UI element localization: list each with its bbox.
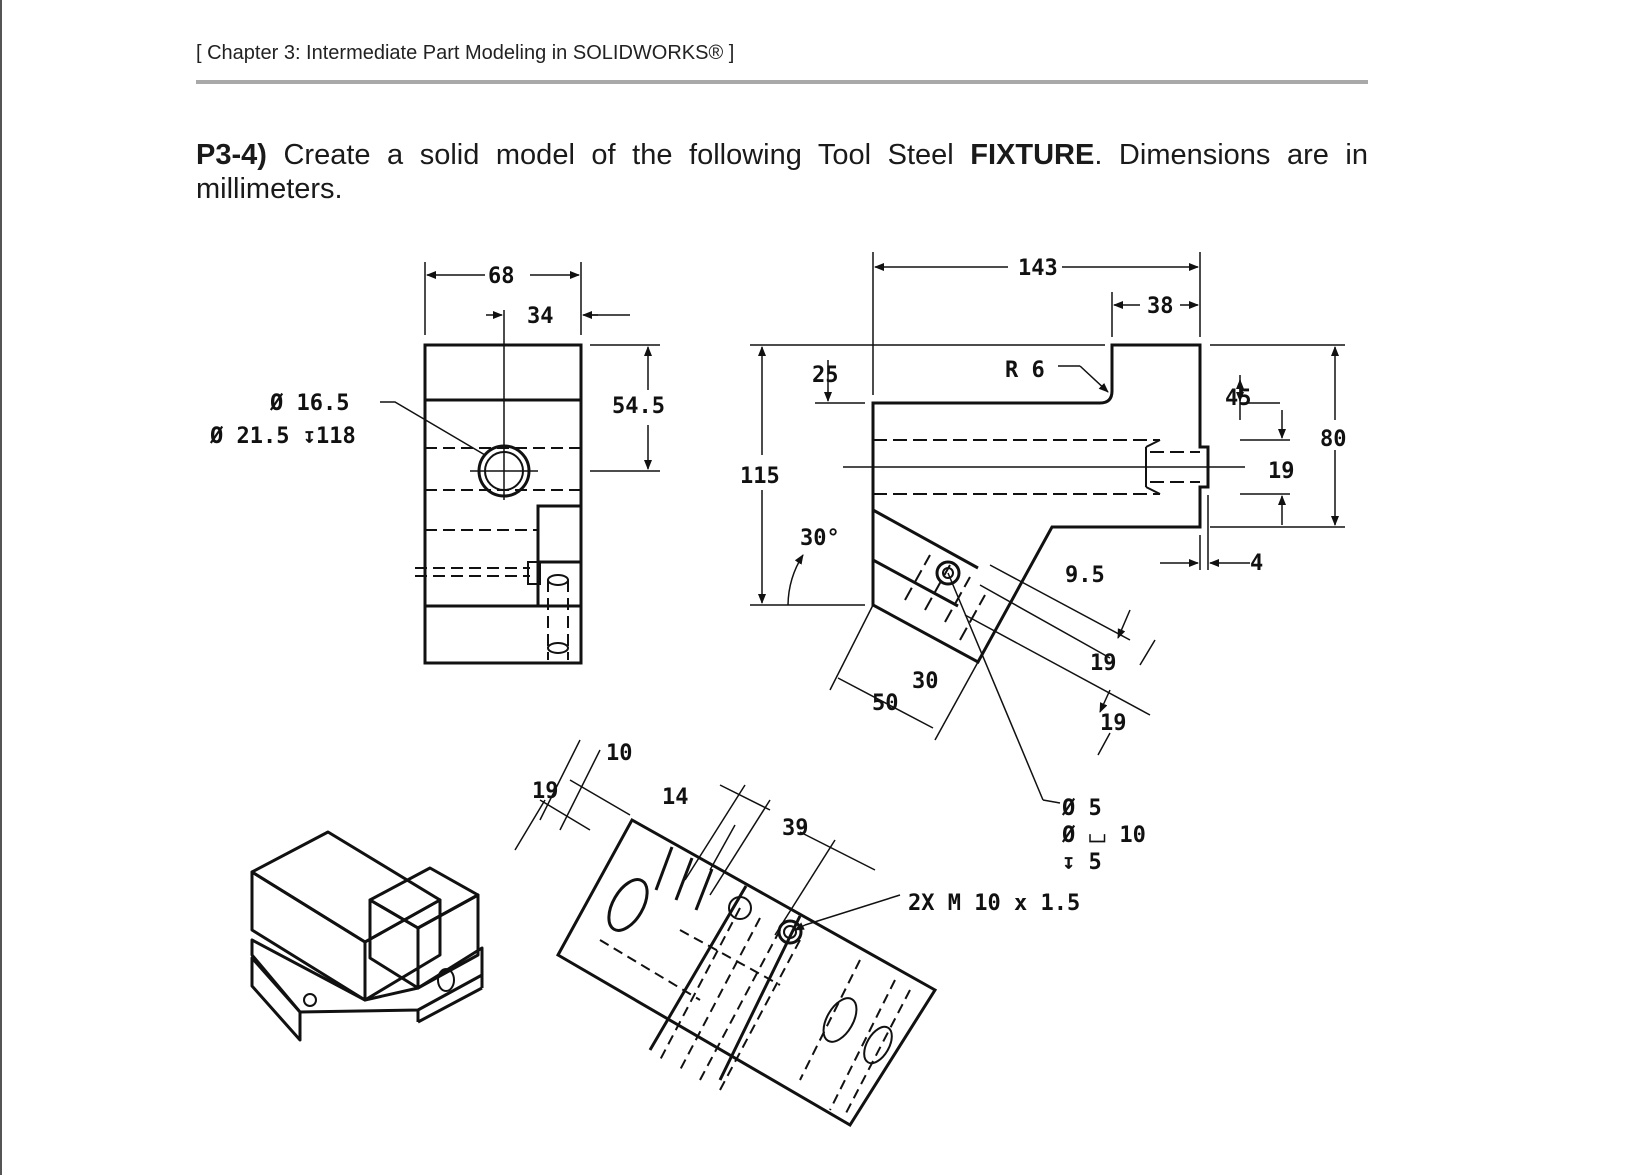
callout-cbore-dia: Ø 5 [1061, 796, 1102, 821]
callout-hole-dia-2: Ø 21.5 ↧118 [209, 424, 356, 449]
dim-angle-30: 30° [800, 526, 840, 551]
front-view [415, 310, 583, 665]
auxiliary-view [555, 817, 938, 1128]
side-view [843, 343, 1245, 665]
dim-50: 50 [872, 691, 899, 716]
dim-10: 10 [606, 741, 633, 766]
dim-4: 4 [1250, 551, 1263, 576]
callout-cbore-depth: ↧ 5 [1062, 850, 1102, 875]
dim-115: 115 [740, 464, 780, 489]
problem-text-after: . Dimensions are in millimeters. [196, 139, 1368, 205]
dim-19-bottom: 19 [532, 779, 559, 804]
callout-cbore-spec: Ø ⌴ 10 [1061, 823, 1146, 848]
dim-19-b: 19 [1100, 711, 1127, 736]
dim-38: 38 [1147, 294, 1174, 319]
dim-54-5: 54.5 [612, 394, 665, 419]
dim-19-a: 19 [1090, 651, 1117, 676]
dim-68: 68 [488, 264, 515, 289]
dim-25: 25 [812, 363, 839, 388]
page-edge [0, 0, 2, 1175]
dim-14: 14 [662, 785, 689, 810]
dim-19-side: 19 [1268, 459, 1295, 484]
callout-hole-dia-1: Ø 16.5 [269, 391, 349, 416]
problem-statement: P3-4) Create a solid model of the follow… [196, 138, 1368, 206]
dim-34: 34 [527, 304, 554, 329]
chapter-header: [ Chapter 3: Intermediate Part Modeling … [196, 42, 735, 64]
dim-45: 45 [1225, 386, 1252, 411]
dim-143: 143 [1018, 256, 1058, 281]
side-view-dims [750, 252, 1345, 804]
header-rule [196, 80, 1368, 84]
part-name: FIXTURE [970, 139, 1095, 171]
callout-thread: 2X M 10 x 1.5 [908, 891, 1080, 916]
problem-number: P3-4) [196, 139, 267, 171]
isometric-view [250, 830, 484, 1042]
dim-39: 39 [782, 816, 809, 841]
problem-text-before: Create a solid model of the following To… [266, 139, 971, 171]
dim-30: 30 [912, 669, 939, 694]
dim-r6: R 6 [1005, 358, 1045, 383]
front-view-dims [380, 262, 660, 472]
dim-80: 80 [1320, 427, 1347, 452]
dim-9-5: 9.5 [1065, 563, 1105, 588]
auxiliary-view-dims [514, 739, 901, 936]
